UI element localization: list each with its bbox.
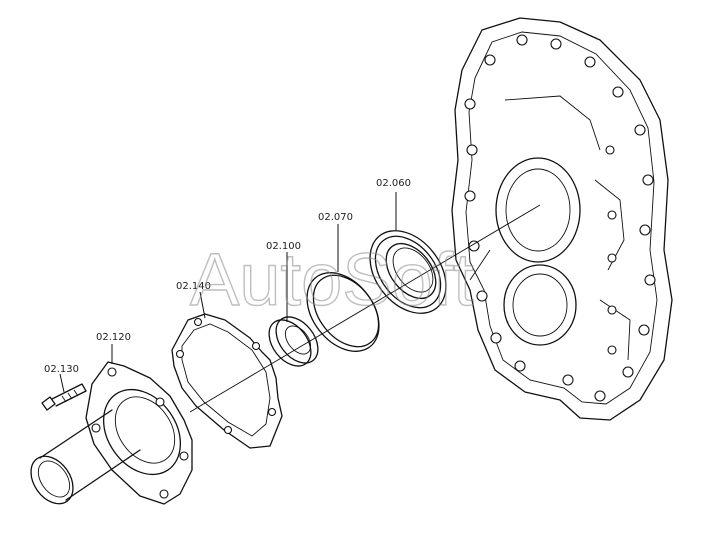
label-02-120: 02.120 [96,332,131,343]
transmission-housing [451,17,673,421]
label-02-070: 02.070 [318,212,353,223]
watermark: AutoSoft [190,238,474,321]
part-02-120-cover [30,361,193,505]
part-02-060-seal [369,230,447,314]
label-02-140: 02.140 [176,281,211,292]
part-02-130-bolt [41,383,87,411]
label-02-130: 02.130 [44,364,79,375]
label-02-060: 02.060 [376,178,411,189]
part-02-100-seal [268,316,319,367]
part-02-140-gasket [171,313,283,449]
assembly-axis-line [189,204,541,413]
label-02-100: 02.100 [266,241,301,252]
part-02-070-ring [306,272,380,352]
leader-02-130 [59,373,65,393]
leader-02-140 [199,291,206,319]
